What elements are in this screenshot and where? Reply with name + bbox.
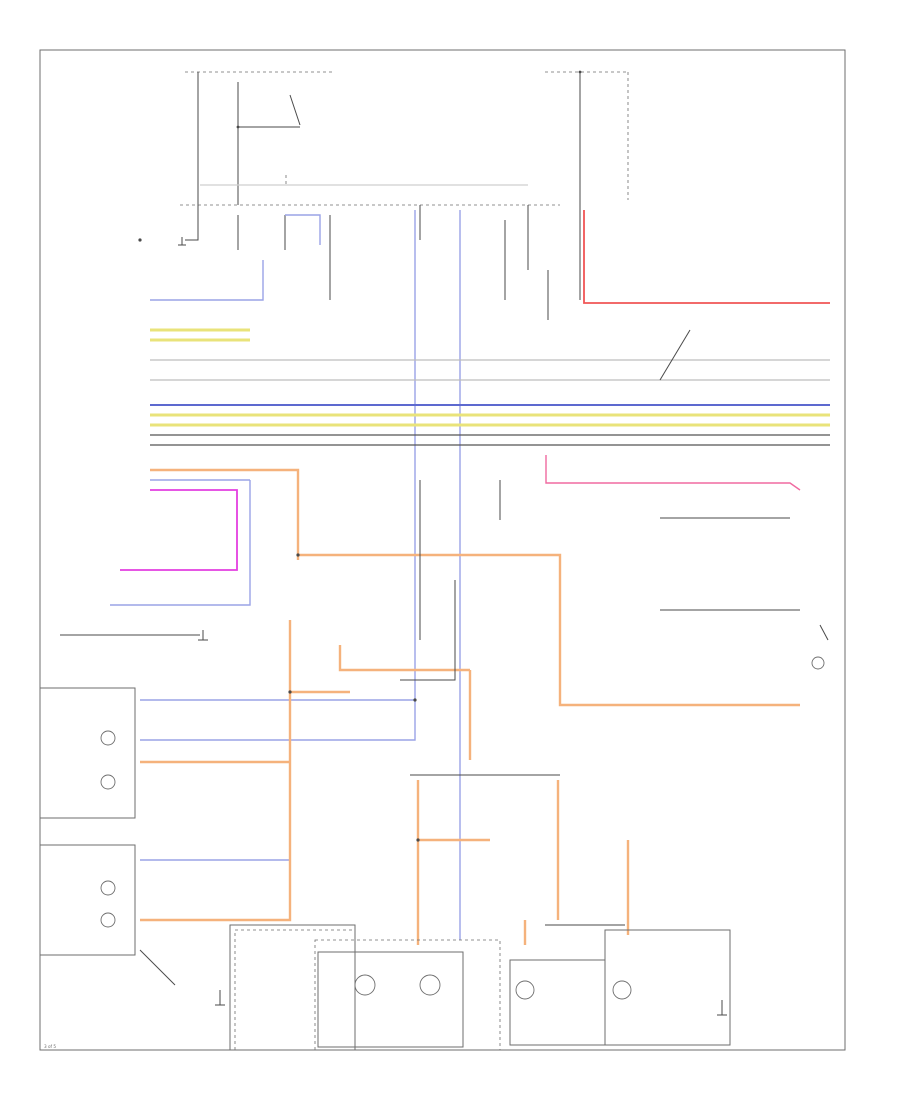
junction-dot-2: [296, 553, 300, 557]
leader-line-1: [659, 329, 691, 381]
ground-icon-2: [198, 630, 208, 641]
page-code: 3 of 5: [44, 1044, 56, 1049]
dark-wire-2: [400, 580, 456, 681]
blue-feed-2: [150, 260, 264, 301]
lamp-icon-3: [100, 880, 116, 896]
center-lamp-module: [317, 951, 464, 1048]
junction-dot-3: [288, 690, 292, 694]
ground-feed-left: [185, 205, 199, 241]
blue-trunk-1: [140, 210, 416, 741]
lamp-icon-7: [515, 980, 535, 1000]
left-module-lower: [229, 924, 356, 1051]
blue-switch-line: [110, 480, 251, 606]
lamp-icon-6: [419, 974, 441, 996]
lamp-icon-1: [100, 730, 116, 746]
orange-down-wire: [140, 620, 292, 922]
pink-wire: [545, 455, 801, 491]
leader-line-2: [819, 624, 829, 641]
magenta-wire: [120, 489, 238, 571]
relay-switch: [289, 94, 301, 126]
ground-icon-3: [215, 990, 225, 1006]
left-dash-box: [234, 929, 356, 1051]
junction-dot-5: [413, 698, 417, 702]
ground-icon-1: [178, 237, 186, 246]
right-lamp-module-2: [604, 929, 731, 1046]
junction-dot-1: [138, 238, 142, 242]
left-light-module-bottom: [39, 844, 136, 956]
lamp-icon-5: [354, 974, 376, 996]
dark-wire-9: [139, 949, 176, 986]
lamp-icon-2: [100, 774, 116, 790]
blue-feed-1: [285, 214, 321, 245]
ground-icon-4: [717, 1000, 727, 1016]
left-light-module-top: [39, 687, 136, 819]
junction-dot-4: [416, 838, 420, 842]
lamp-icon-8: [612, 980, 632, 1000]
junction-dot-7: [236, 125, 240, 129]
red-wire: [583, 210, 830, 304]
junction-dot-6: [578, 70, 582, 74]
orange-main-wire: [150, 468, 800, 707]
right-lamp-module-1: [509, 959, 606, 1046]
center-dash-box: [314, 939, 501, 1051]
orange-branch-2: [338, 645, 470, 672]
diagram-frame: [39, 49, 846, 1051]
lamp-icon-9: [811, 656, 825, 670]
lamp-icon-4: [100, 912, 116, 928]
